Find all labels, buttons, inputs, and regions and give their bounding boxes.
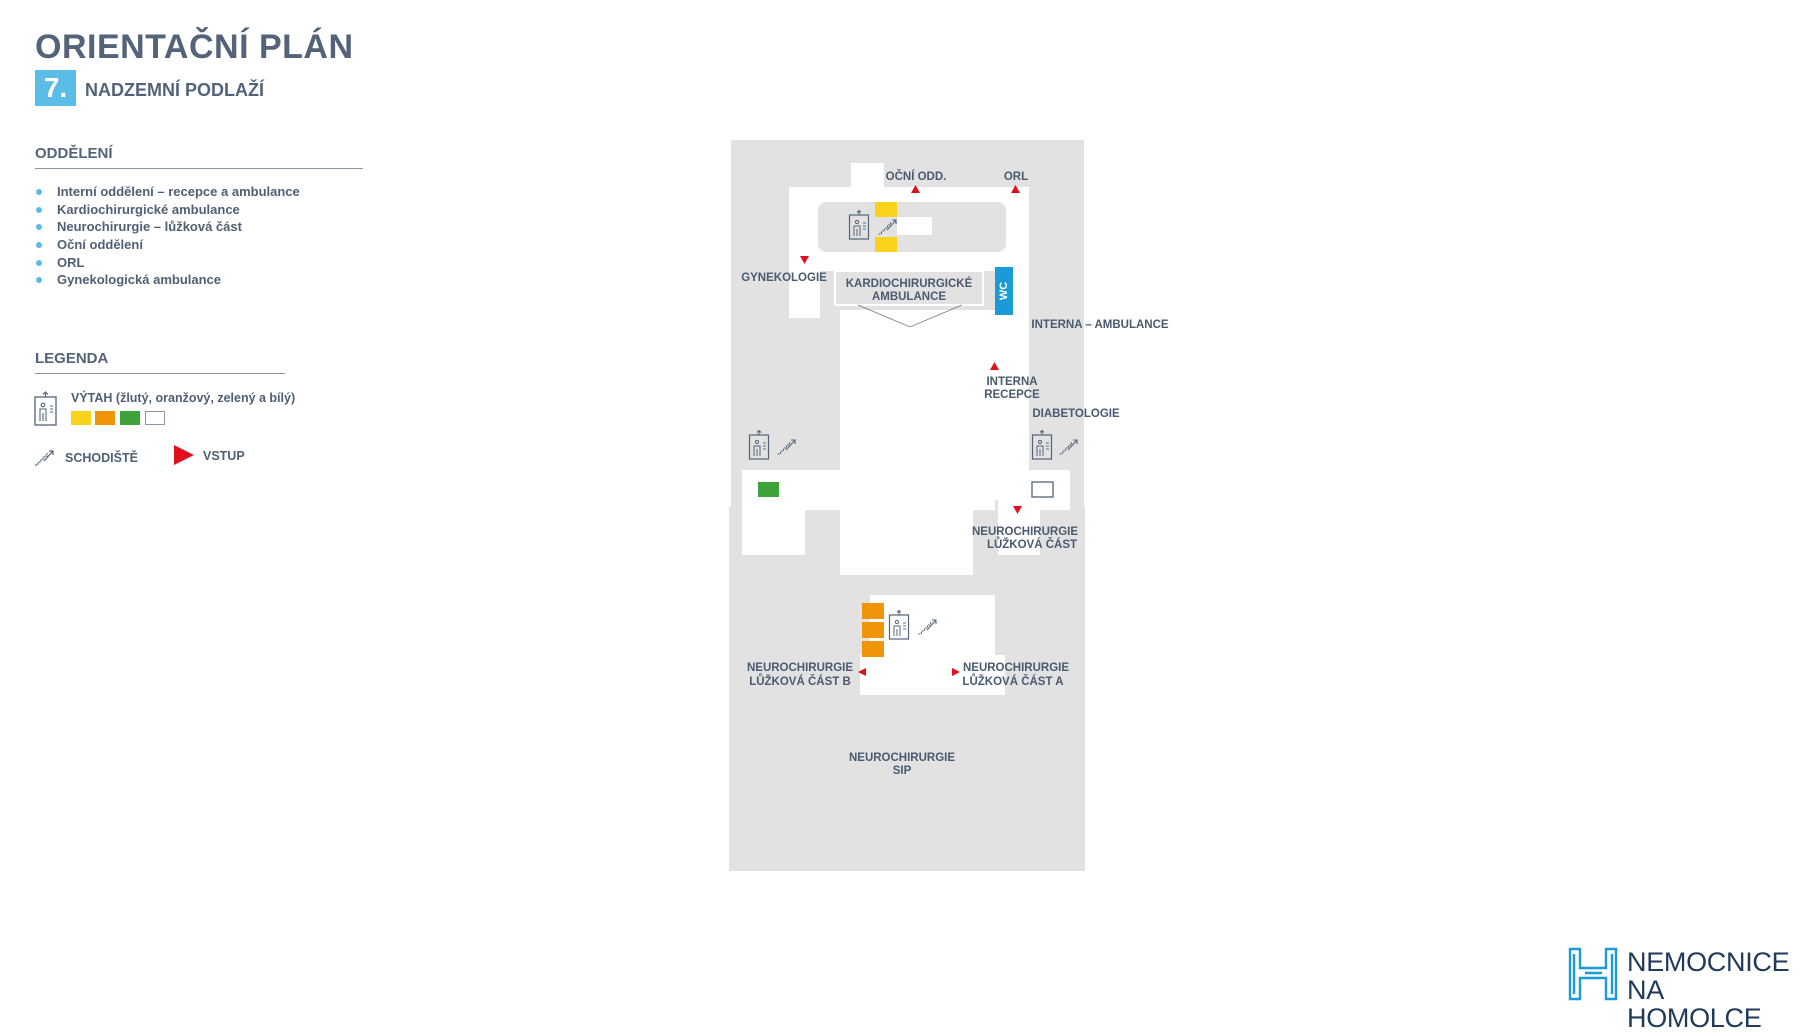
- elevator-green: [758, 482, 779, 497]
- legend-swatch-orange: [95, 411, 115, 425]
- logo-text-line2: NA HOMOLCE: [1627, 975, 1762, 1033]
- label-neuro-b-line1: NEUROCHIRURGIE: [747, 662, 853, 674]
- legend-elevator-label: VÝTAH (žlutý, oranžový, zelený a bílý): [71, 391, 296, 405]
- page-title: ORIENTAČNÍ PLÁN: [35, 28, 354, 66]
- department-item: Neurochirurgie – lůžková část: [35, 218, 300, 236]
- entrance-markers: [800, 185, 1022, 676]
- elevator-icon: [34, 391, 57, 426]
- label-gynekologie: GYNEKOLOGIE: [741, 272, 827, 284]
- department-item: ORL: [35, 254, 300, 272]
- department-item: Interní oddělení – recepce a ambulance: [35, 183, 300, 201]
- label-neuro-b-line2: LŮŽKOVÁ ČÁST B: [749, 674, 851, 688]
- department-item: Oční oddělení: [35, 236, 300, 254]
- label-neuro-luzkova-line1: NEUROCHIRURGIE: [972, 526, 1078, 538]
- floor-label: NADZEMNÍ PODLAŽÍ: [85, 80, 264, 100]
- elevator-orange: [862, 622, 884, 638]
- elevator-orange: [862, 641, 884, 657]
- floor-number-badge: 7.: [35, 70, 76, 106]
- legend-divider: [35, 373, 285, 374]
- label-orl: ORL: [1004, 171, 1028, 183]
- entrance-icon: [174, 445, 194, 465]
- stairs-icon: [35, 450, 54, 466]
- legend-entrance-label: VSTUP: [203, 449, 245, 463]
- legend-swatch-yellow: [71, 411, 91, 425]
- elevator-yellow: [875, 237, 897, 252]
- kardio-room-outline: [857, 304, 963, 328]
- legend-heading: LEGENDA: [35, 350, 109, 367]
- legend-swatch-green: [120, 411, 140, 425]
- label-neuro-a-line2: LŮŽKOVÁ ČÁST A: [962, 674, 1063, 688]
- label-kardio-line1: KARDIOCHIRURGICKÉ: [846, 277, 973, 290]
- label-ocni: OČNÍ ODD.: [886, 170, 947, 183]
- hospital-logo-mark: [1568, 947, 1618, 1001]
- wc-box: [995, 267, 1013, 315]
- label-interna-recepce-line1: INTERNA: [986, 376, 1037, 388]
- department-item: Kardiochirurgické ambulance: [35, 201, 300, 219]
- elevator-white: [1031, 481, 1054, 498]
- elevator-yellow: [875, 202, 897, 217]
- label-interna-ambulance: INTERNA – AMBULANCE: [1031, 319, 1168, 331]
- elevator-orange: [862, 603, 884, 619]
- label-neuro-luzkova-line2: LŮŽKOVÁ ČÁST: [987, 537, 1077, 551]
- label-neuro-sip-line2: SIP: [893, 765, 912, 777]
- logo-text-line1: NEMOCNICE: [1627, 947, 1790, 977]
- label-neuro-a-line1: NEUROCHIRURGIE: [963, 662, 1069, 674]
- departments-heading: ODDĚLENÍ: [35, 145, 113, 162]
- floor-plan-map: WC OČNÍ ODD. ORL GYNEKOLOGIE KARDIOCHIRU…: [729, 140, 1169, 871]
- departments-divider: [35, 168, 363, 169]
- wc-label: WC: [998, 282, 1010, 300]
- label-neuro-sip-line1: NEUROCHIRURGIE: [849, 752, 955, 764]
- legend-stairs-label: SCHODIŠTĚ: [65, 451, 138, 465]
- label-diabetologie: DIABETOLOGIE: [1032, 408, 1120, 420]
- legend-swatch-white: [145, 411, 165, 425]
- kardio-room: [834, 270, 984, 306]
- label-kardio-line2: AMBULANCE: [872, 291, 946, 303]
- department-item: Gynekologická ambulance: [35, 271, 300, 289]
- department-list: Interní oddělení – recepce a ambulance K…: [35, 183, 300, 289]
- label-interna-recepce-line2: RECEPCE: [984, 389, 1040, 401]
